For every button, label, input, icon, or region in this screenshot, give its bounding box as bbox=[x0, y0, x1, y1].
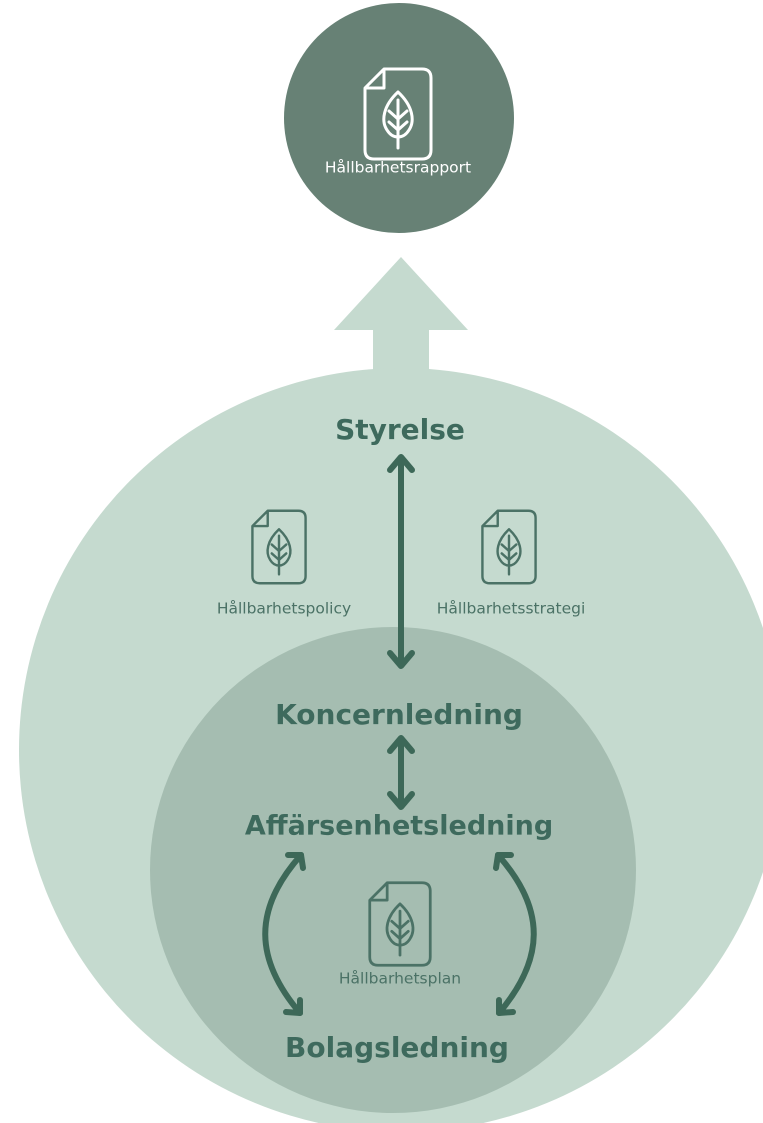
left-curved-double-arrow bbox=[262, 852, 306, 1016]
strategy-label: Hållbarhetsstrategi bbox=[436, 599, 586, 618]
right-curved-double-arrow bbox=[493, 852, 537, 1016]
group-management-label: Koncernledning bbox=[275, 698, 523, 731]
board-management-double-arrow bbox=[387, 454, 415, 669]
plan-label: Hållbarhetsplan bbox=[338, 969, 462, 988]
company-management-label: Bolagsledning bbox=[285, 1031, 509, 1064]
board-label: Styrelse bbox=[335, 413, 465, 446]
policy-label: Hållbarhetspolicy bbox=[216, 599, 352, 618]
management-business-unit-double-arrow bbox=[387, 735, 415, 810]
business-unit-management-label: Affärsenhetsledning bbox=[244, 810, 554, 842]
report-label: Hållbarhetsrapport bbox=[324, 158, 472, 177]
